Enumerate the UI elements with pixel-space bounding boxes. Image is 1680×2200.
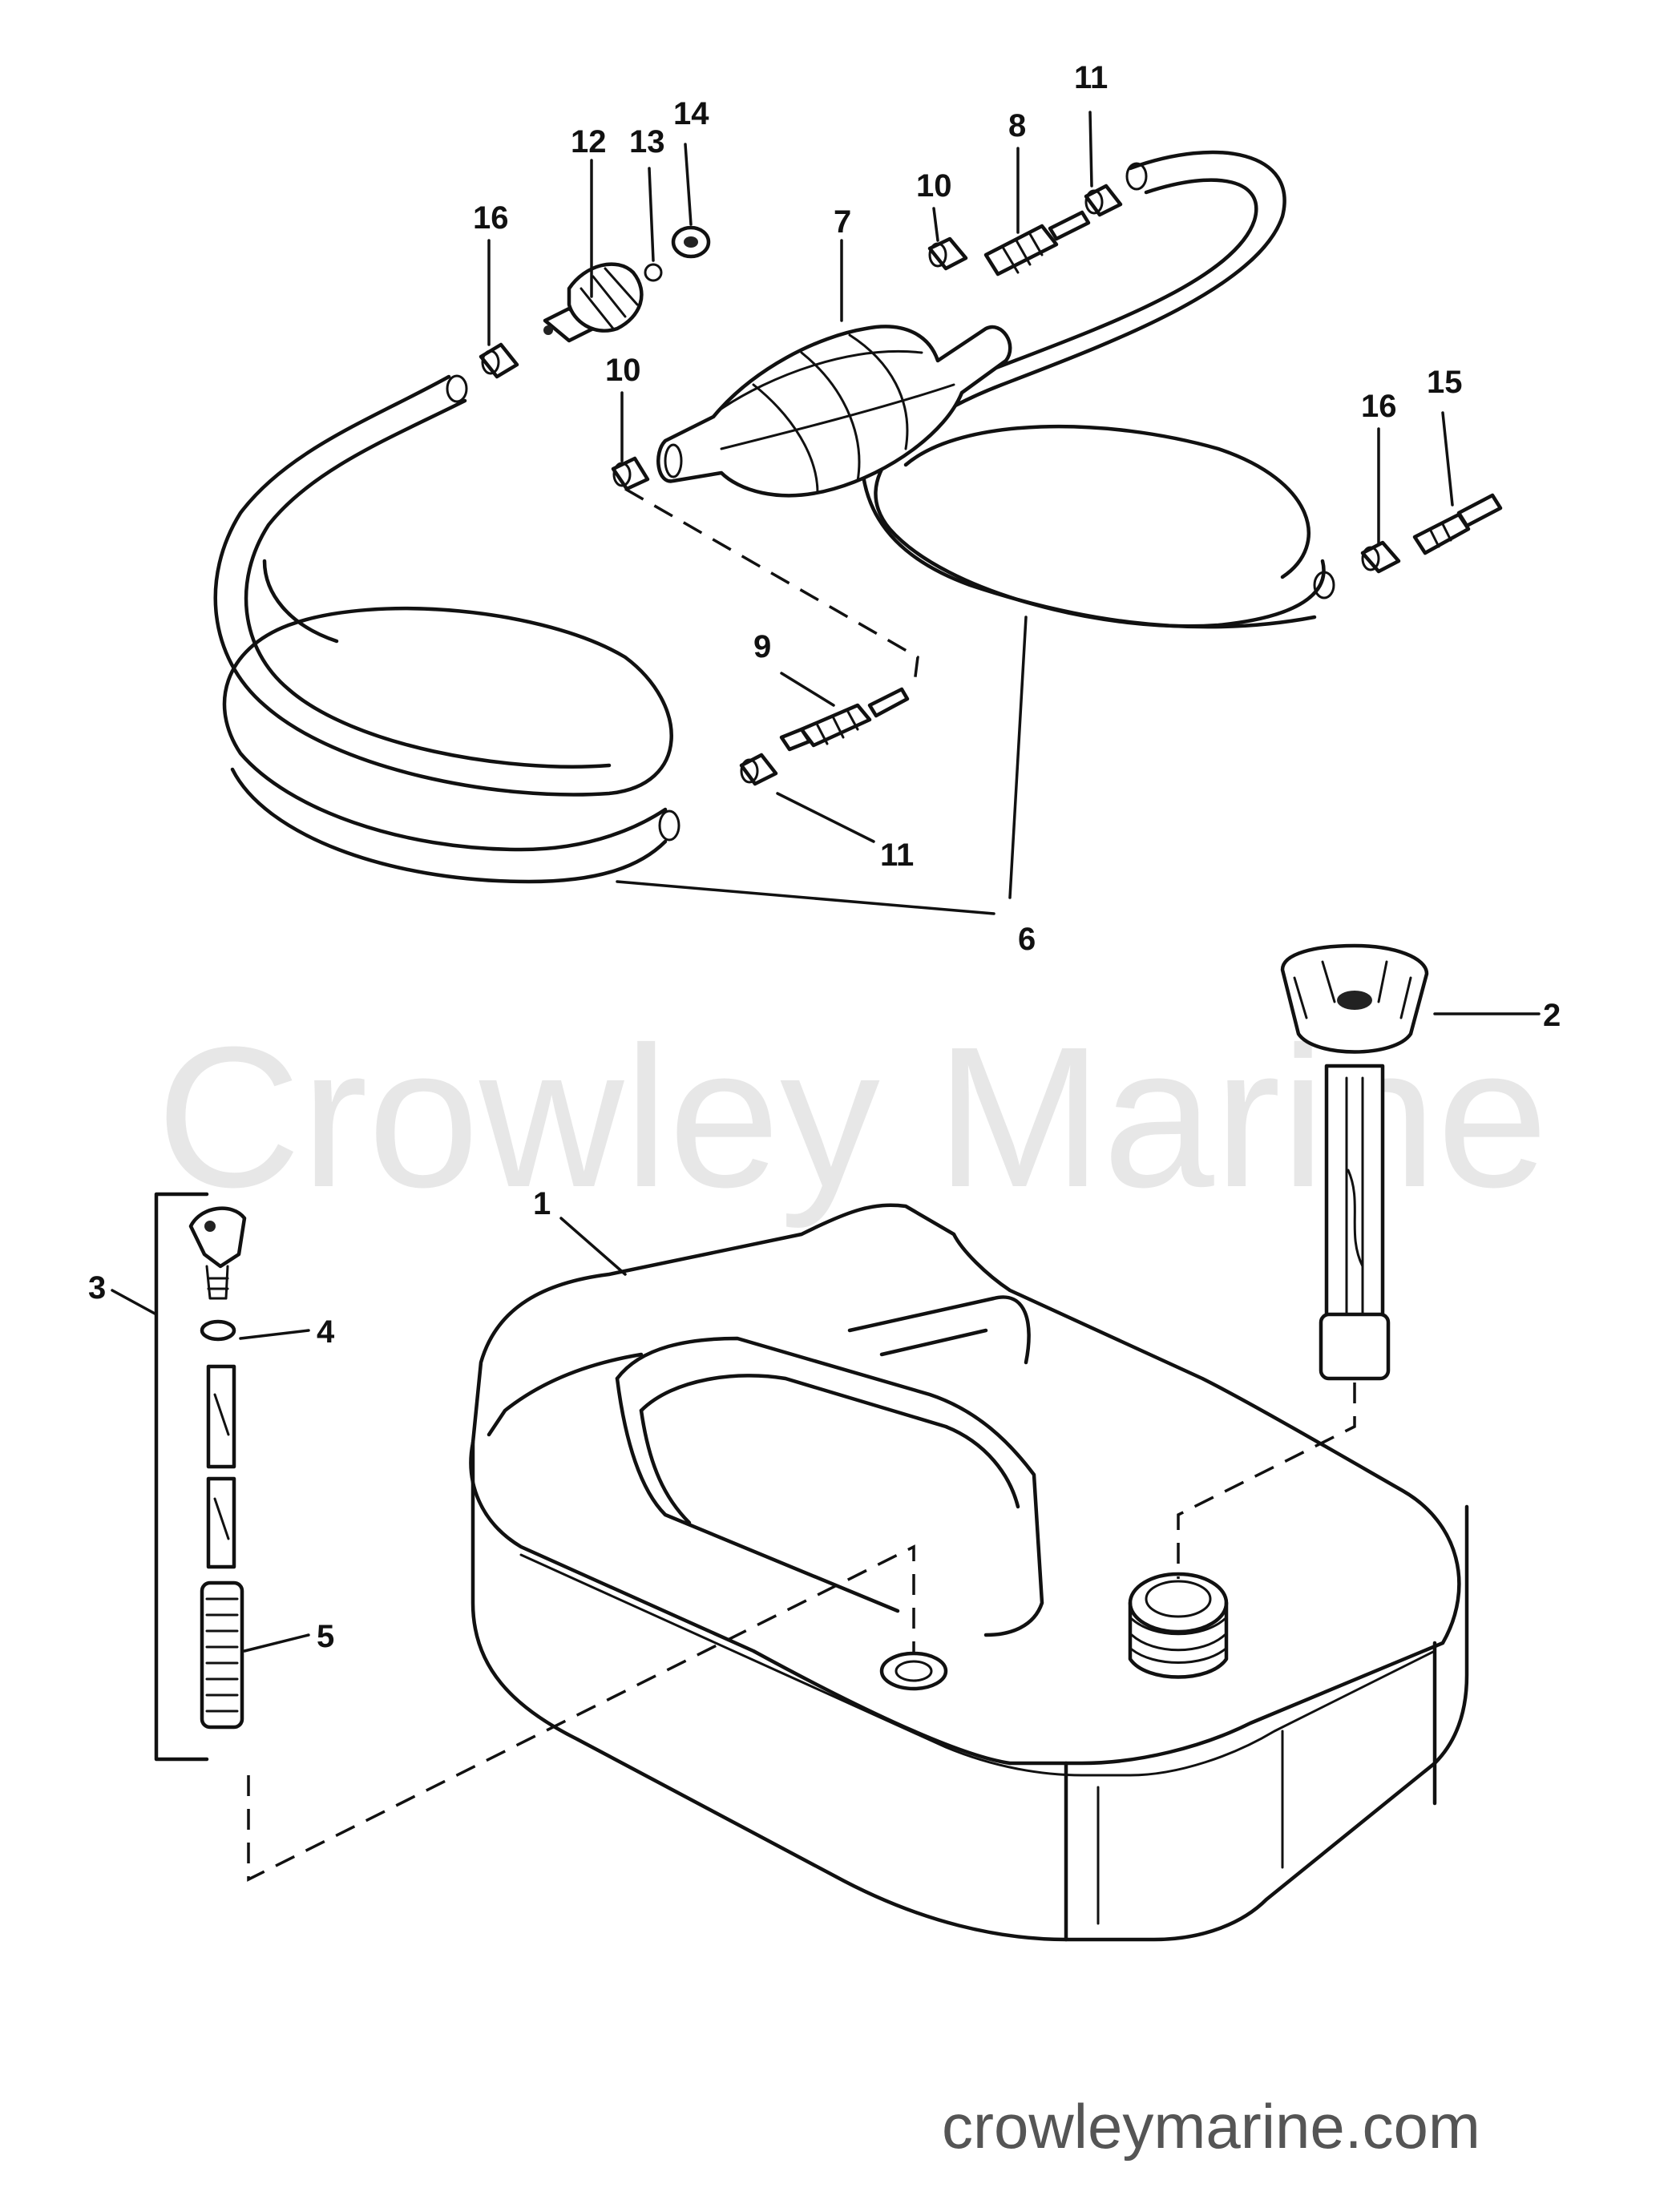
check-valve-9 <box>779 687 910 752</box>
callout-numbers: 16 12 13 14 7 10 8 11 10 16 15 9 11 6 2 … <box>88 60 1561 1654</box>
assembly-path-gauge-to-tank <box>1177 1383 1356 1579</box>
washer-14 <box>671 225 711 259</box>
callout-14: 14 <box>673 96 709 131</box>
callout-12: 12 <box>571 124 607 159</box>
callout-9: 9 <box>753 629 771 664</box>
assembly-path-pickup-to-tank <box>247 1544 915 1882</box>
callout-13: 13 <box>629 124 665 159</box>
hose-clamp-11-bottom <box>739 753 778 786</box>
callout-16-right: 16 <box>1361 389 1397 424</box>
pickup-tube-assembly <box>154 1192 247 1762</box>
callout-1: 1 <box>533 1186 551 1221</box>
callout-3: 3 <box>88 1270 106 1306</box>
o-ring-4 <box>200 1319 236 1342</box>
callout-7: 7 <box>834 204 851 240</box>
callout-6: 6 <box>1018 922 1036 957</box>
hose-fitting-15 <box>1412 493 1503 555</box>
hose-clamp-16-right <box>1360 540 1401 574</box>
fuel-gauge <box>1280 943 1429 1381</box>
hose-clamp-11-top <box>1084 184 1123 217</box>
primer-bulb <box>656 325 1012 498</box>
callout-2: 2 <box>1543 998 1561 1033</box>
assembly-path-primer-to-valve <box>624 487 919 690</box>
hose-clamp-16-left <box>479 342 519 379</box>
callout-10-bottom: 10 <box>605 353 641 388</box>
hose-clamp-10-bottom <box>611 456 650 491</box>
callout-4: 4 <box>317 1314 335 1350</box>
callout-10-top: 10 <box>916 168 952 204</box>
callout-11-top: 11 <box>1074 60 1108 95</box>
callout-5: 5 <box>317 1619 334 1654</box>
leader-lines <box>111 111 1541 1653</box>
callout-16-left: 16 <box>473 200 509 236</box>
callout-15: 15 <box>1427 365 1463 400</box>
o-ring-13 <box>644 263 663 282</box>
hose-clamp-10-top <box>927 236 968 271</box>
fuel-tank <box>469 1203 1469 1942</box>
callout-11-bottom: 11 <box>880 838 914 873</box>
footer-url: crowleymarine.com <box>942 2091 1480 2162</box>
fuel-filter-5 <box>200 1580 244 1730</box>
fuel-connector-12 <box>543 262 644 343</box>
check-valve-8 <box>983 210 1091 277</box>
callout-8: 8 <box>1008 108 1026 143</box>
